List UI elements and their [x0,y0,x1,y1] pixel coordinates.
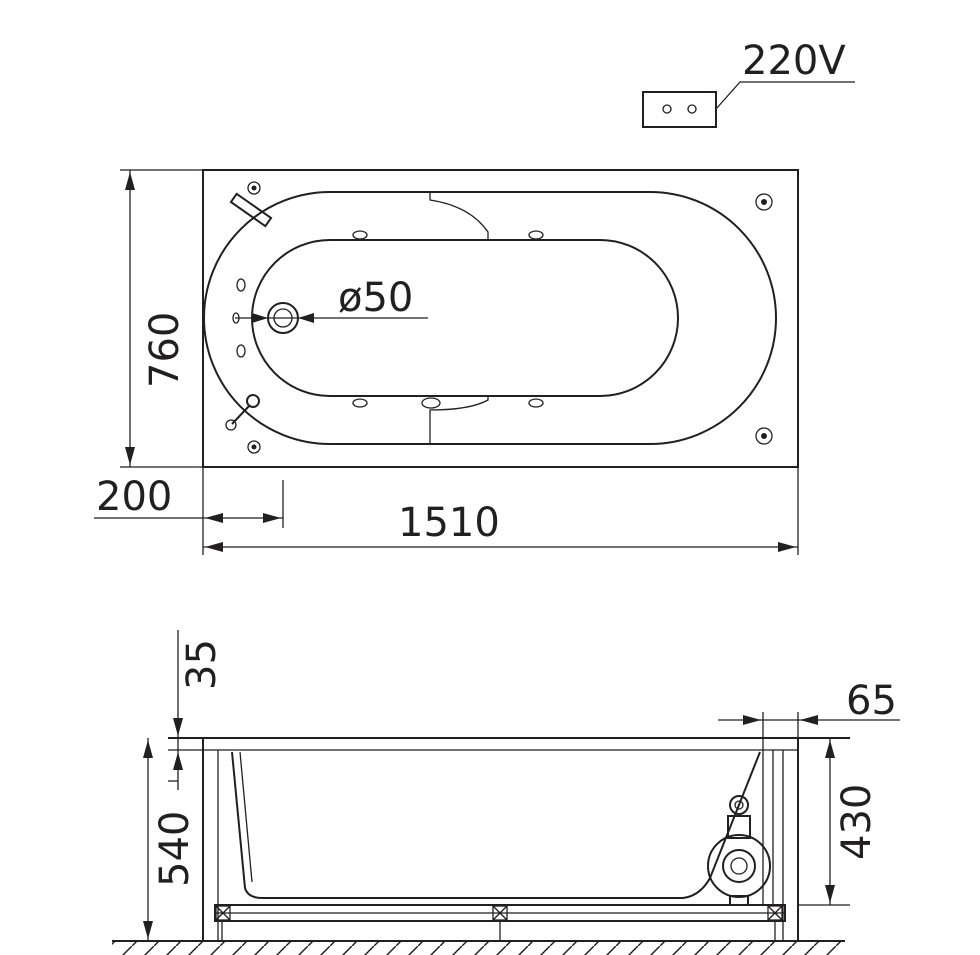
length-label: 1510 [398,500,500,546]
inner-basin [251,239,679,397]
pump [707,795,771,906]
plan-view: ø50 [94,169,799,555]
corner-fixings [247,181,773,454]
section-view: 540 35 65 430 [112,630,900,955]
drain-offset-label: 200 [96,474,172,520]
tub-body [231,751,761,899]
power-socket: 220V [642,38,855,128]
total-height-label: 540 [152,811,198,887]
drain-diameter-label: ø50 [338,275,413,321]
plan-outline [202,169,799,468]
voltage-label: 220V [742,38,846,84]
handle-top [229,192,273,228]
outer-basin [203,191,777,445]
jets [232,230,544,409]
handle-bottom [225,394,260,431]
floor-hatch [112,941,845,955]
body-height-label: 430 [834,784,880,860]
rim-label: 35 [179,639,225,690]
width-label: 760 [142,312,188,388]
side-label: 65 [846,678,897,724]
headrest-divider [429,192,489,240]
